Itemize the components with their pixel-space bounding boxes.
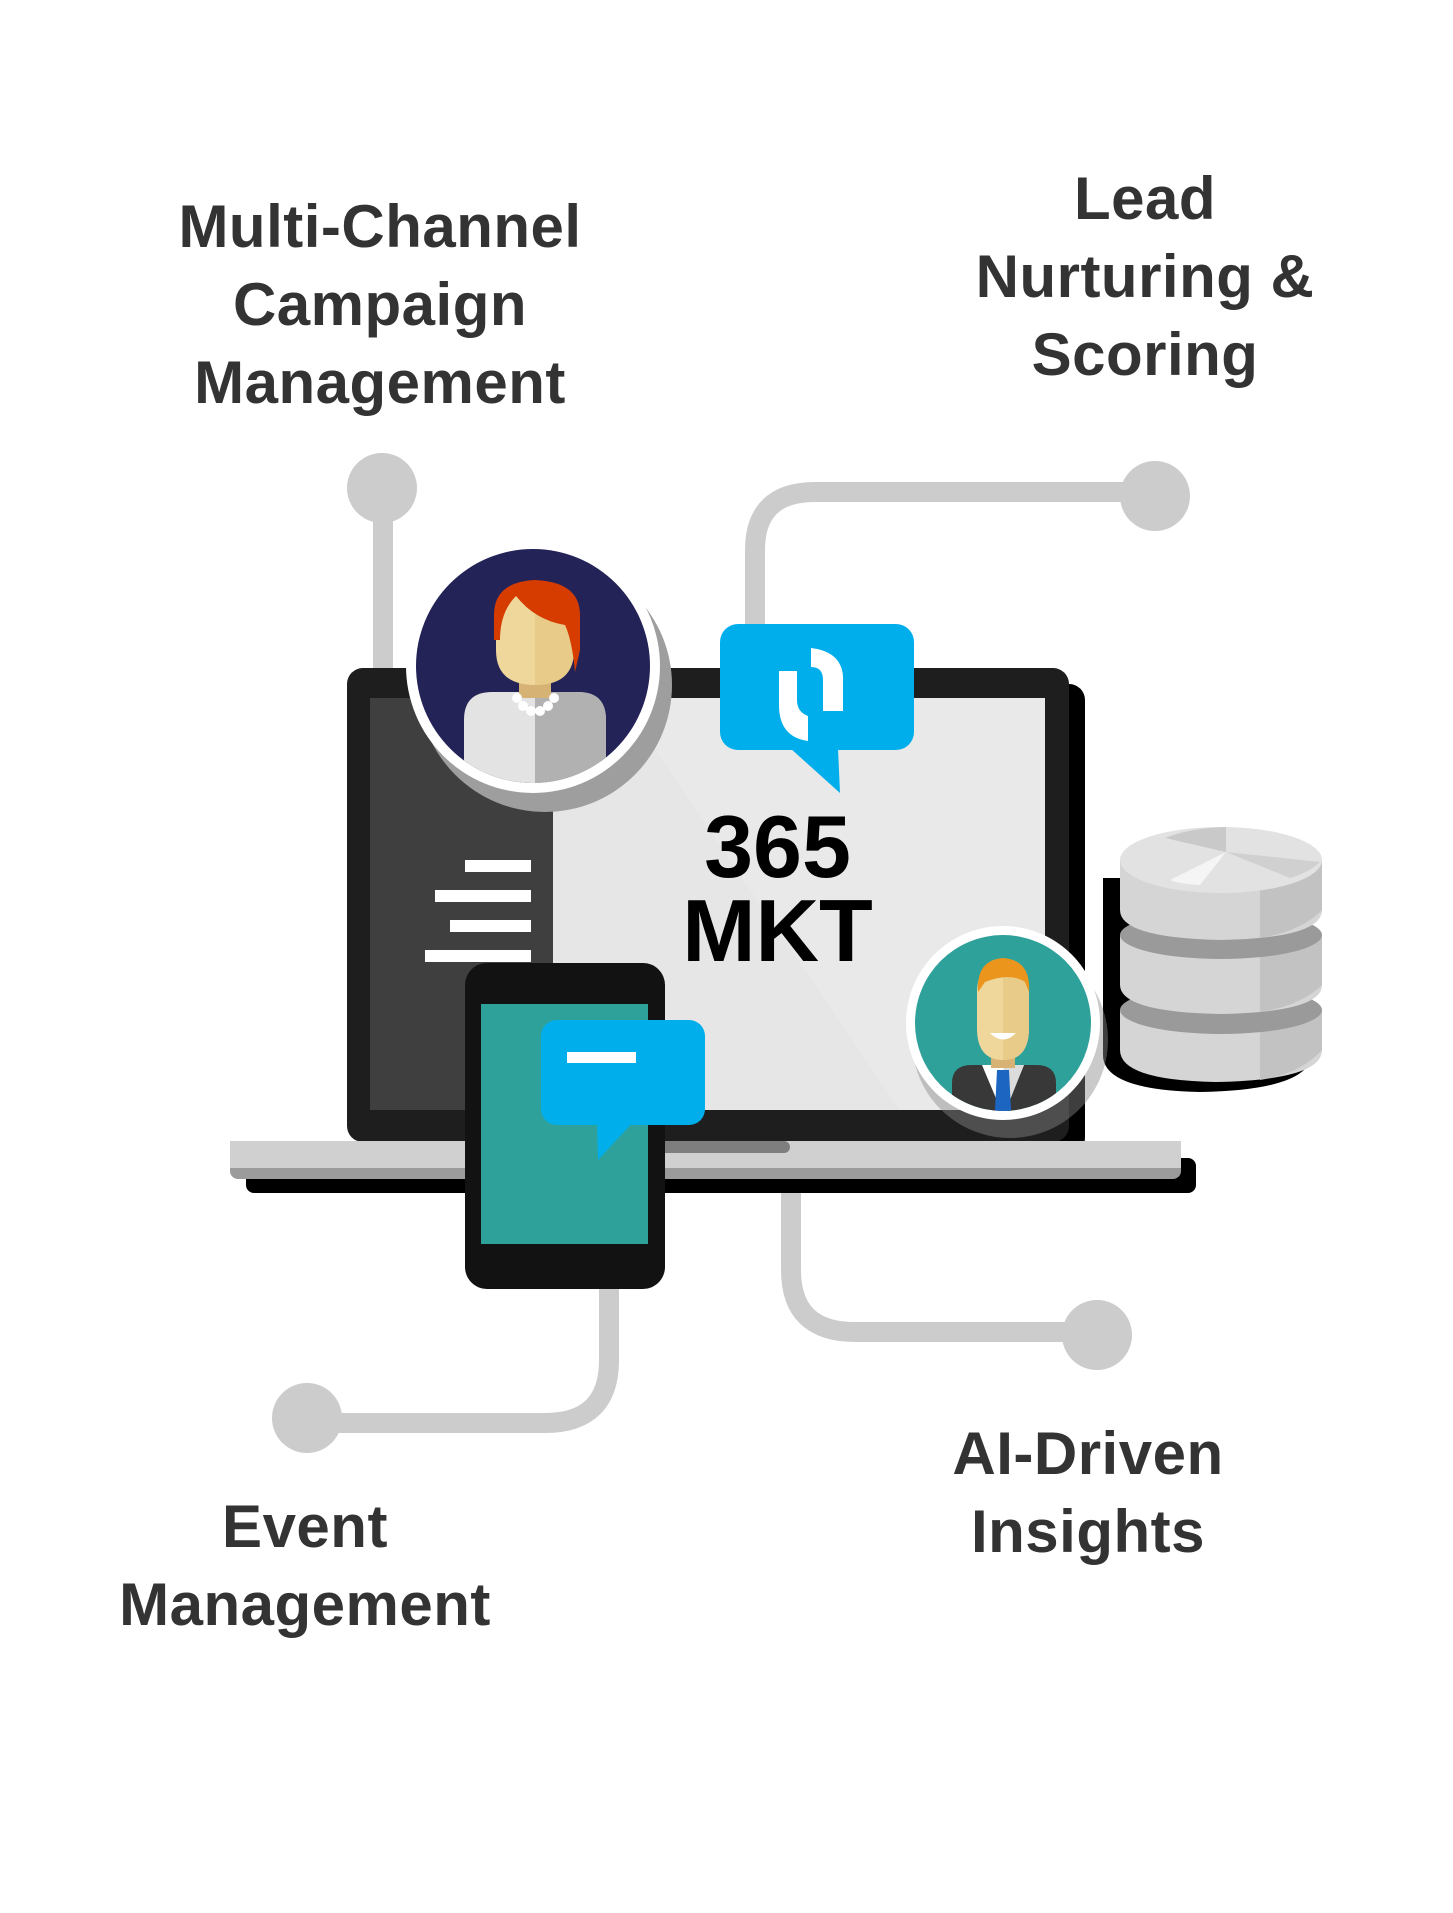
screen-logo-line-1: 365 bbox=[704, 797, 851, 896]
connector-ai-insights bbox=[781, 1185, 1097, 1342]
label-line: Multi-Channel bbox=[178, 193, 582, 260]
menu-line bbox=[435, 890, 531, 902]
label-line: Management bbox=[119, 1571, 491, 1638]
database-icon bbox=[1103, 827, 1322, 1092]
label-event-management: Event Management bbox=[60, 1488, 550, 1644]
label-lead-nurturing-scoring: Lead Nurturing & Scoring bbox=[905, 160, 1385, 394]
dot-ai-insights bbox=[1062, 1300, 1132, 1370]
connector-lead-nurturing bbox=[745, 482, 1155, 680]
dot-lead-nurturing bbox=[1120, 461, 1190, 531]
menu-line bbox=[450, 920, 531, 932]
man-avatar-icon bbox=[906, 926, 1108, 1138]
menu-line bbox=[465, 860, 531, 872]
quote-bubble-icon bbox=[720, 624, 914, 793]
connector-lines bbox=[307, 482, 1155, 1433]
label-line: Campaign bbox=[232, 271, 528, 338]
label-line: Nurturing & bbox=[975, 243, 1315, 310]
screen-logo-text: 365 MKT bbox=[660, 797, 895, 980]
smartphone-icon bbox=[465, 963, 665, 1289]
label-line: Insights bbox=[970, 1498, 1205, 1565]
screen-logo-line-2: MKT bbox=[682, 881, 873, 980]
label-line: Management bbox=[194, 349, 566, 416]
dot-event-management bbox=[272, 1383, 342, 1453]
label-line: Event bbox=[222, 1493, 388, 1560]
label-line: Lead bbox=[1073, 165, 1217, 232]
label-line: AI-Driven bbox=[952, 1420, 1224, 1487]
label-ai-driven-insights: AI-Driven Insights bbox=[888, 1415, 1288, 1571]
woman-avatar-icon bbox=[406, 539, 672, 812]
dot-multi-channel bbox=[347, 453, 417, 523]
connector-event-management bbox=[307, 1289, 619, 1433]
label-line: Scoring bbox=[1031, 321, 1259, 388]
chat-bubble-icon bbox=[541, 1020, 705, 1160]
menu-line bbox=[425, 950, 531, 962]
label-multi-channel-campaign-management: Multi-Channel Campaign Management bbox=[130, 188, 630, 422]
